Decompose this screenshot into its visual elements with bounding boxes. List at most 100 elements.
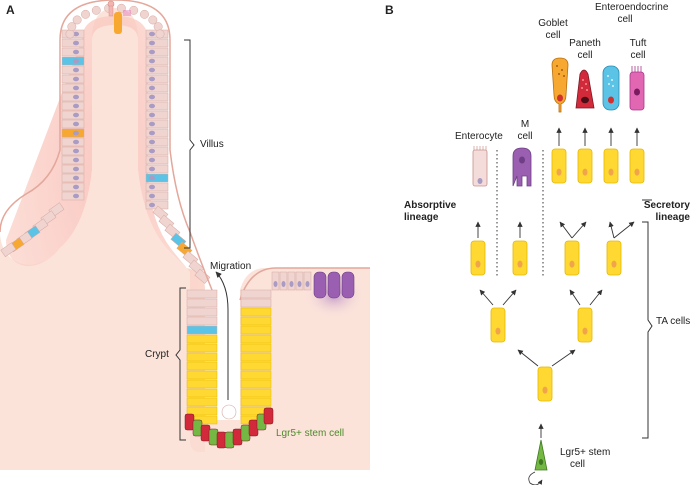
m-cell-label-line2: cell <box>517 131 533 142</box>
tuft-cell-tip <box>107 0 131 34</box>
crypt-base-cell <box>192 419 203 437</box>
crypt-cell <box>186 316 218 326</box>
panel-b-diagram <box>470 57 645 485</box>
villus-nucleus <box>73 139 79 145</box>
ta-cell-l2-right <box>577 307 593 343</box>
villus-nucleus <box>73 130 79 136</box>
villus-nucleus <box>149 157 155 163</box>
villus-nucleus <box>73 49 79 55</box>
tissue-body-right <box>186 268 370 470</box>
goblet-nucleus <box>557 94 563 102</box>
stem-cell-label: Lgr5+ stem cell <box>276 428 345 439</box>
panel-b-letter: B <box>385 3 394 17</box>
arrow-l3-2a <box>559 221 573 239</box>
crypt-cell <box>240 325 272 335</box>
enterocyte-brush-border <box>473 146 487 150</box>
ta-cells-bracket <box>642 221 653 439</box>
arrow-l3-2b <box>571 221 587 239</box>
ta-cell-l2-left-nucleus <box>495 327 501 335</box>
crypt-cell <box>186 298 218 308</box>
crypt-cell <box>186 397 218 407</box>
crypt-top-nucleus <box>297 281 302 287</box>
secretory-lineage-label: Secretory lineage <box>642 200 690 224</box>
crypt-base-cell <box>224 431 235 449</box>
ta-cell-l3-0-nucleus <box>475 260 481 268</box>
villus-tip-cell <box>91 5 101 15</box>
crypt-top-nucleus <box>281 281 286 287</box>
paneth-granule <box>585 83 587 85</box>
villus-cell <box>145 137 169 147</box>
villus-cell <box>145 101 169 111</box>
villus-outline <box>0 0 213 291</box>
villus-nucleus <box>149 193 155 199</box>
crypt-cell <box>240 352 272 362</box>
villus-nucleus <box>73 157 79 163</box>
crypt-cell <box>186 352 218 362</box>
villus-nucleus <box>149 76 155 82</box>
stem-cell-b-label: Lgr5+ stem cell <box>560 447 610 471</box>
paneth-label-line2: cell <box>577 50 593 61</box>
paneth-label-line1: Paneth <box>569 38 601 49</box>
ta-cell-l3-3 <box>606 240 622 276</box>
secretory-progenitor-3-nucleus <box>634 168 640 176</box>
secretory-line2: lineage <box>655 212 690 223</box>
ta-cell-l3-0 <box>470 240 486 276</box>
crypt-base-cell <box>216 431 227 449</box>
goblet-granule <box>563 75 565 77</box>
villus-cell <box>145 191 169 201</box>
secretory-progenitor-0-nucleus <box>556 168 562 176</box>
villus-cell <box>145 146 169 156</box>
villus-tip-cell <box>65 29 75 39</box>
villus-nucleus <box>73 67 79 73</box>
villus-nucleus <box>149 121 155 127</box>
self-renewal-arrow <box>528 471 543 485</box>
villus-bracket <box>184 39 195 249</box>
villus-nucleus <box>149 85 155 91</box>
crypt-cell <box>240 307 272 317</box>
crypt-cell <box>186 406 218 416</box>
arrow-l3-3a <box>608 221 615 239</box>
villus-cell <box>145 92 169 102</box>
crypt-cell <box>186 334 218 344</box>
tuft-brush <box>631 66 642 72</box>
villus-epithelium <box>0 3 211 284</box>
crypt-cell <box>240 289 272 299</box>
villus-nucleus <box>149 31 155 37</box>
villus-nucleus <box>73 31 79 37</box>
m-cell-label-line1: M <box>520 119 530 130</box>
villus-core <box>6 16 205 452</box>
migration-arrow <box>215 271 229 400</box>
paneth-granule <box>582 79 584 81</box>
stem-b-line1: Lgr5+ stem <box>560 447 611 458</box>
crypt-cell <box>186 289 218 299</box>
villus-nucleus <box>73 184 79 190</box>
villus-nucleus <box>149 202 155 208</box>
absorptive-line2: lineage <box>404 212 439 223</box>
crypt-base-cell <box>240 424 251 442</box>
villus-cell <box>145 110 169 120</box>
ta-cells-label: TA cells <box>656 316 691 327</box>
villus-cell <box>145 182 169 192</box>
ta-cell-l3-1 <box>512 240 528 276</box>
arrow-l2-d <box>589 289 603 306</box>
villus-cell <box>145 38 169 48</box>
villus-tip-cell <box>81 9 90 19</box>
m-cell <box>512 147 532 187</box>
enteroendocrine-granule <box>608 83 610 85</box>
goblet-label-line1: Goblet <box>538 18 568 29</box>
crypt-cell <box>186 361 218 371</box>
villus-tip-cell <box>129 5 139 15</box>
stem-b-line2: cell <box>570 459 586 470</box>
ta-cell-l2-right-nucleus <box>582 327 588 335</box>
villus-label: Villus <box>200 139 224 150</box>
goblet-granule <box>558 73 560 75</box>
enteroendocrine-label: Enteroendocrine cell <box>595 2 668 26</box>
tuft-label-line2: cell <box>630 50 646 61</box>
villus-tip-cell <box>67 22 77 32</box>
secretory-line1: Secretory <box>643 200 690 211</box>
crypt-base-cell <box>208 428 219 446</box>
tuft-nucleus <box>634 88 640 96</box>
villus-nucleus <box>149 148 155 154</box>
m-cell-cluster <box>313 271 355 299</box>
villus-nucleus <box>149 40 155 46</box>
